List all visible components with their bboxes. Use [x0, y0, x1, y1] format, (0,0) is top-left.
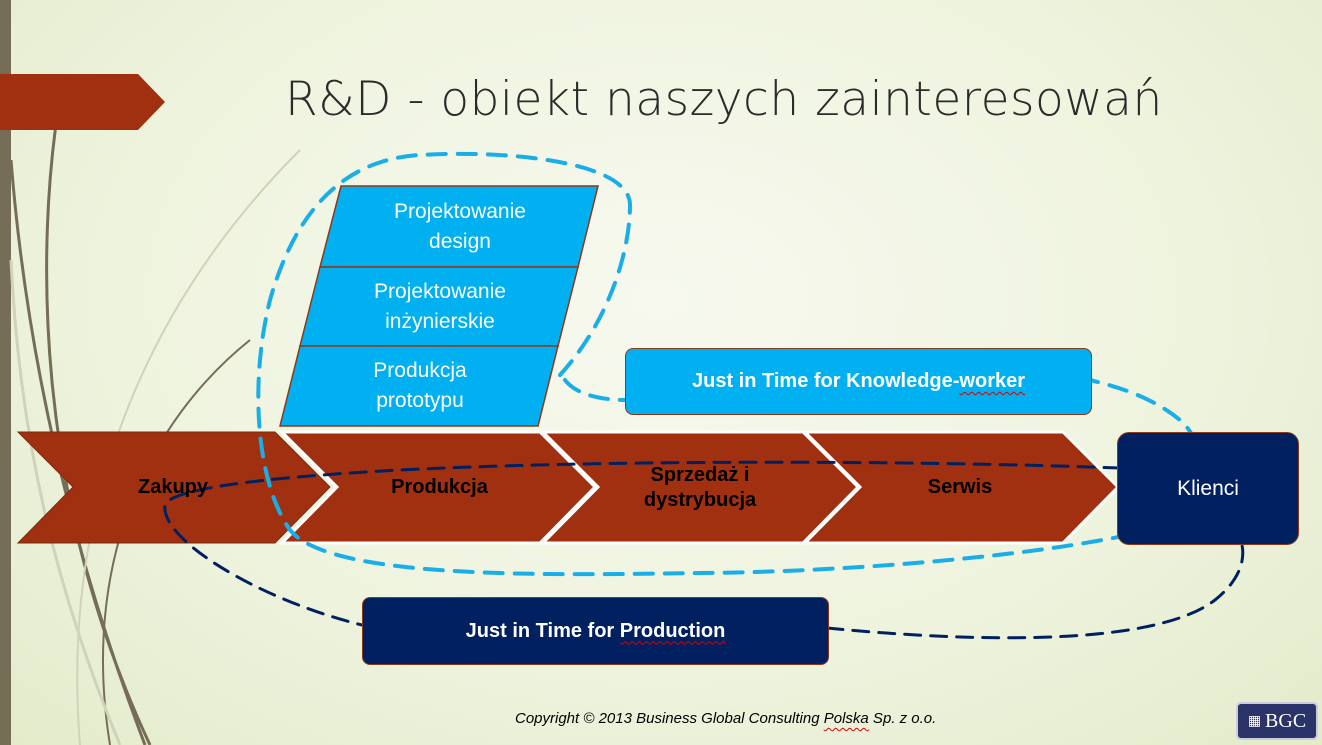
title-accent-arrow: [0, 74, 165, 130]
production-loop-left: [163, 460, 1122, 627]
jit-knowledge-worker-box: Just in Time for Knowledge-worker: [625, 348, 1092, 415]
rnd-step-line2: inżynierskie: [385, 309, 495, 333]
rnd-step-line1: Projektowanie: [374, 279, 506, 303]
rnd-step-line2: design: [429, 229, 491, 253]
copyright-suffix: Sp. z o.o.: [868, 710, 937, 727]
rnd-step-engineering-label: Projektowanie inżynierskie: [340, 267, 540, 346]
rnd-step-line1: Produkcja: [373, 359, 467, 382]
jit-production-suffix: Production: [619, 619, 726, 642]
slide-title: R&D - obiekt naszych zainteresowań: [285, 72, 1163, 127]
rnd-step-line2: prototypu: [376, 389, 464, 412]
bgc-logo: ▦ BGC: [1236, 702, 1318, 740]
rnd-step-prototype: [279, 345, 559, 427]
chevron-label-zakupy: Zakupy: [137, 476, 209, 498]
chevron-label-serwis: Serwis: [927, 476, 993, 498]
customers-box: Klienci: [1117, 432, 1299, 545]
rnd-step-prototype-label: Produkcja prototypu: [320, 346, 520, 426]
jit-knowledge-suffix: worker: [959, 370, 1026, 392]
decorative-curves: [9, 96, 251, 745]
chevron-produkcja: [278, 430, 598, 545]
rnd-loop: [563, 378, 627, 402]
knowledge-worker-loop: [256, 151, 1203, 577]
jit-production-box: Just in Time for Production: [362, 597, 829, 665]
left-accent-bar: [0, 0, 11, 745]
copyright-text: Copyright © 2013 Business Global Consult…: [515, 710, 936, 727]
logo-text: BGC: [1265, 709, 1307, 732]
chevron-serwis: [801, 430, 1121, 545]
chevron-label-produkcja: Produkcja: [391, 476, 488, 498]
copyright-company: Polska: [823, 710, 869, 727]
globe-grid-icon: ▦: [1247, 713, 1262, 729]
jit-production-prefix: Just in Time for: [465, 619, 620, 642]
jit-knowledge-prefix: Just in Time for Knowledge-: [691, 370, 960, 392]
rnd-step-line1: Projektowanie: [394, 199, 526, 223]
rnd-step-design-label: Projektowanie design: [360, 186, 560, 267]
copyright-prefix: Copyright © 2013 Business Global Consult…: [515, 710, 824, 727]
production-loop-right: [825, 543, 1245, 640]
chevron-label-sprzedaz: Sprzedaż i dystrybucja: [643, 463, 757, 511]
chevron-zakupy: [16, 431, 331, 544]
